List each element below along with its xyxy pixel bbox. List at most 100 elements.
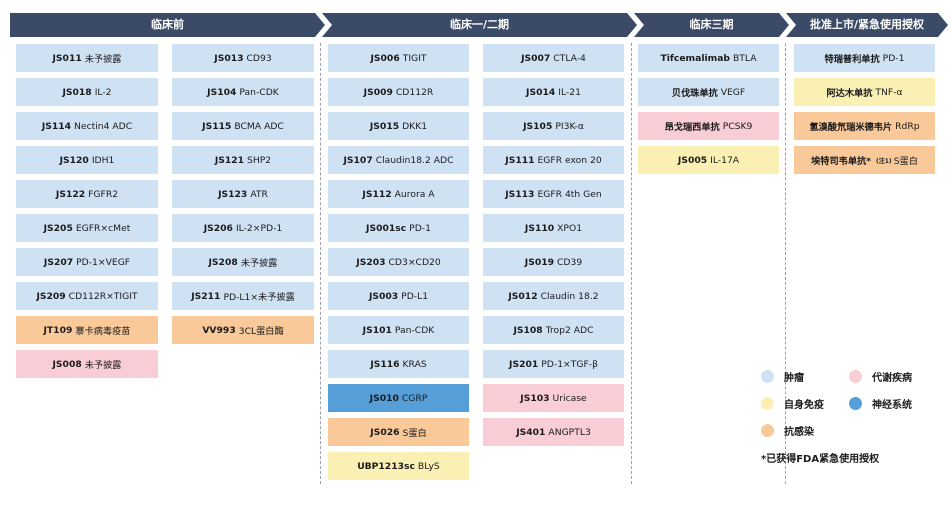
drug-name: JS105 bbox=[523, 120, 553, 132]
legend-label: 抗感染 bbox=[784, 426, 814, 438]
drug-name: JS104 bbox=[207, 86, 237, 98]
phase-header-approved: 批准上市/紧急使用授权 bbox=[786, 13, 948, 37]
drug-target: ATR bbox=[250, 188, 268, 200]
legend-item-tumor: 肿瘤 bbox=[761, 368, 804, 384]
drug-target: KRAS bbox=[402, 358, 427, 370]
drug-name: JS206 bbox=[203, 222, 233, 234]
drug-target: PD-L1 bbox=[401, 290, 429, 302]
drug-name: JS120 bbox=[59, 154, 89, 166]
drug-target: CD112R×TIGIT bbox=[68, 290, 138, 302]
drug-target: VEGF bbox=[720, 86, 746, 98]
drug-name: 昂戈瑞西单抗 bbox=[664, 122, 720, 133]
drug-name: JT109 bbox=[43, 324, 73, 336]
legend-label: 肿瘤 bbox=[784, 372, 804, 384]
drug-name: 氢溴酸氘瑞米德韦片 bbox=[809, 122, 893, 133]
drug-name: JS003 bbox=[368, 290, 399, 302]
drug-name: 阿达木单抗 bbox=[826, 88, 873, 99]
drug-name: JS015 bbox=[369, 120, 400, 132]
drug-target: 3CL蛋白酶 bbox=[238, 326, 284, 337]
drug-name: JS001sc bbox=[366, 222, 407, 234]
drug-target: Uricase bbox=[552, 392, 587, 404]
drug-target: Trop2 ADC bbox=[545, 324, 594, 336]
drug-name: JS008 bbox=[52, 358, 82, 370]
drug-target: PD-1×VEGF bbox=[76, 256, 131, 268]
drug-name: JS201 bbox=[509, 358, 539, 370]
drug-target: PI3K-α bbox=[555, 120, 584, 132]
phase-arrow-shape bbox=[634, 13, 789, 37]
drug-target: FGFR2 bbox=[88, 188, 119, 200]
drug-name: JS010 bbox=[369, 392, 399, 404]
drug-name: JS026 bbox=[370, 426, 400, 438]
drug-name: JS014 bbox=[526, 86, 556, 98]
drug-name: JS116 bbox=[370, 358, 400, 370]
footnote-marker: (注1) bbox=[876, 157, 892, 165]
drug-name: JS103 bbox=[520, 392, 550, 404]
drug-target: RdRp bbox=[895, 120, 920, 132]
drug-name: JS012 bbox=[508, 290, 538, 302]
drug-target: Pan-CDK bbox=[394, 324, 435, 336]
phase-label: 批准上市/紧急使用授权 bbox=[809, 18, 925, 31]
drug-name: JS209 bbox=[36, 290, 66, 302]
drug-name: JS203 bbox=[356, 256, 386, 268]
drug-target: IL-2 bbox=[94, 86, 112, 98]
phase-header-phase-1-2: 临床一/二期 bbox=[322, 13, 637, 37]
drug-target: XPO1 bbox=[557, 222, 583, 234]
drug-name: JS011 bbox=[52, 52, 82, 64]
legend-item-metabolic: 代谢疾病 bbox=[849, 368, 912, 384]
phase-separator bbox=[320, 43, 321, 484]
tumor-color-dot bbox=[761, 369, 774, 383]
drug-target: EGFR×cMet bbox=[75, 222, 131, 234]
infection-color-dot bbox=[761, 423, 774, 437]
drug-name: JS112 bbox=[362, 188, 392, 200]
drug-name: JS211 bbox=[191, 290, 221, 302]
metabolic-color-dot bbox=[849, 369, 862, 383]
phase-label: 临床一/二期 bbox=[449, 18, 510, 31]
drug-target: Pan-CDK bbox=[239, 86, 279, 98]
phase-header-preclinical: 临床前 bbox=[10, 13, 325, 37]
drug-name: JS207 bbox=[43, 256, 74, 268]
drug-target: BTLA bbox=[732, 52, 757, 64]
drug-name: JS009 bbox=[363, 86, 393, 98]
drug-name: JS007 bbox=[521, 52, 551, 64]
drug-target: IL-21 bbox=[558, 86, 581, 98]
drug-name: 贝伐珠单抗 bbox=[671, 88, 718, 99]
drug-target: 未予披露 bbox=[84, 54, 122, 65]
legend-item-neuro: 神经系统 bbox=[849, 395, 912, 411]
drug-name: JS110 bbox=[524, 222, 555, 234]
drug-name: JS013 bbox=[214, 52, 244, 64]
drug-target: 未予披露 bbox=[84, 360, 122, 371]
phase-arrow-shape bbox=[786, 13, 948, 37]
